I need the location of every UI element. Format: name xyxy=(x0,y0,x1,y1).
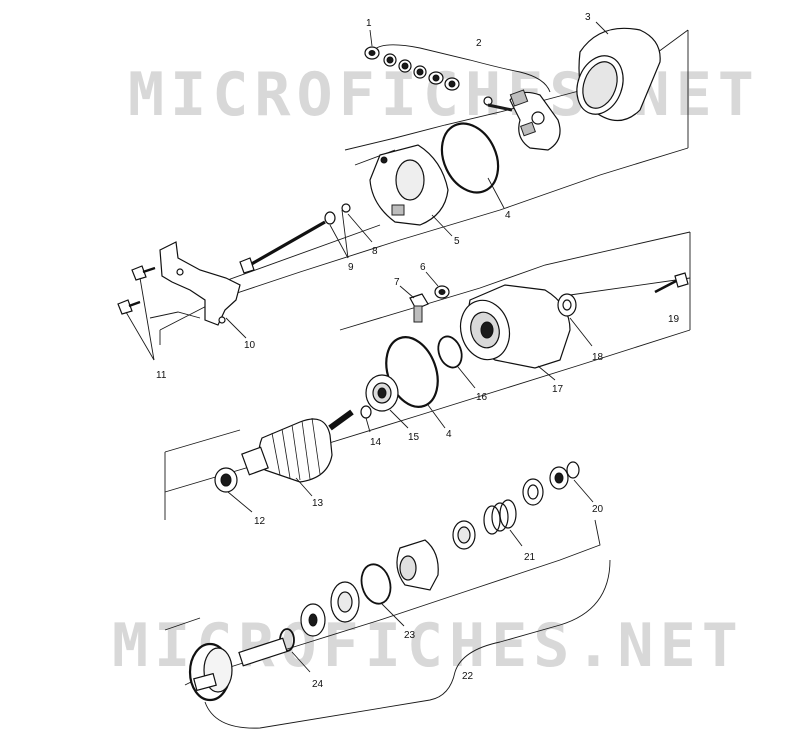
part-11-bolts xyxy=(117,265,156,315)
svg-text:23: 23 xyxy=(404,630,416,641)
callout-2: 2 xyxy=(476,38,482,49)
part-24-pinion-gear-shaft xyxy=(188,628,295,702)
part-12-bearing xyxy=(214,467,238,493)
callout-23: 23 xyxy=(381,603,416,641)
callout-21: 21 xyxy=(509,529,536,563)
callout-10: 10 xyxy=(225,317,256,351)
svg-text:19: 19 xyxy=(668,314,680,325)
svg-text:4: 4 xyxy=(446,429,452,440)
svg-text:15: 15 xyxy=(408,432,420,443)
part-10-bracket xyxy=(159,241,241,326)
callout-18: 18 xyxy=(569,317,604,363)
callout-22: 22 xyxy=(462,671,474,682)
callout-5: 5 xyxy=(431,214,460,247)
svg-text:5: 5 xyxy=(454,236,460,247)
part-13-armature xyxy=(241,409,354,483)
callout-24: 24 xyxy=(291,651,324,690)
callout-4-lower: 4 xyxy=(427,404,452,440)
part-20-washer-stack xyxy=(549,461,580,490)
part-6-nut xyxy=(434,285,450,299)
callout-20: 20 xyxy=(573,479,604,515)
svg-text:21: 21 xyxy=(524,552,536,563)
callout-13: 13 xyxy=(295,477,324,509)
svg-text:12: 12 xyxy=(254,516,266,527)
svg-text:7: 7 xyxy=(394,277,400,288)
part-7-terminal-bolt xyxy=(409,293,429,323)
callout-6: 6 xyxy=(420,262,439,287)
part-21-spring-assembly xyxy=(452,478,544,550)
callout-11: 11 xyxy=(125,277,167,381)
part-15-bearing xyxy=(365,374,399,412)
watermark-top: MICROFICHES.NET xyxy=(128,60,760,130)
svg-text:24: 24 xyxy=(312,679,324,690)
svg-text:9: 9 xyxy=(348,262,354,273)
part-18-washer xyxy=(557,293,577,317)
part-3-yoke-housing xyxy=(576,27,661,122)
part-17-front-housing xyxy=(459,284,571,369)
svg-text:3: 3 xyxy=(585,12,591,23)
part-9-through-bolt xyxy=(239,211,336,274)
callout-16: 16 xyxy=(457,366,488,403)
part-14-washer xyxy=(360,405,372,419)
part-8-washer xyxy=(341,203,351,213)
svg-text:2: 2 xyxy=(476,38,482,49)
callout-7: 7 xyxy=(394,277,415,299)
callout-14: 14 xyxy=(365,417,382,448)
part-23-clutch xyxy=(300,539,439,637)
svg-text:10: 10 xyxy=(244,340,256,351)
svg-text:14: 14 xyxy=(370,437,382,448)
callout-12: 12 xyxy=(227,491,266,527)
callout-15: 15 xyxy=(389,409,420,443)
svg-text:1: 1 xyxy=(366,18,372,29)
callout-9: 9 xyxy=(329,209,354,273)
svg-text:6: 6 xyxy=(420,262,426,273)
part-2-brush-holder xyxy=(487,89,561,151)
svg-text:17: 17 xyxy=(552,384,564,395)
callouts: 1 2 3 4 5 6 7 8 9 10 11 12 13 14 15 4 16… xyxy=(125,12,680,690)
svg-text:18: 18 xyxy=(592,352,604,363)
svg-text:4: 4 xyxy=(505,210,511,221)
svg-text:16: 16 xyxy=(476,392,488,403)
callout-4-upper: 4 xyxy=(487,177,511,221)
part-16-o-ring-small xyxy=(437,335,463,369)
callout-1: 1 xyxy=(366,18,373,47)
callout-8: 8 xyxy=(347,213,378,257)
callout-3: 3 xyxy=(585,12,609,35)
svg-text:13: 13 xyxy=(312,498,324,509)
part-4-o-ring-upper xyxy=(440,122,500,194)
part-1-washer-stack xyxy=(364,46,493,106)
svg-text:20: 20 xyxy=(592,504,604,515)
svg-text:11: 11 xyxy=(156,370,167,381)
svg-text:8: 8 xyxy=(372,246,378,257)
part-5-rear-cover xyxy=(369,144,449,226)
svg-text:22: 22 xyxy=(462,671,474,682)
part-19-bolt xyxy=(654,272,689,294)
callout-19: 19 xyxy=(668,314,680,325)
callout-17: 17 xyxy=(537,365,564,395)
